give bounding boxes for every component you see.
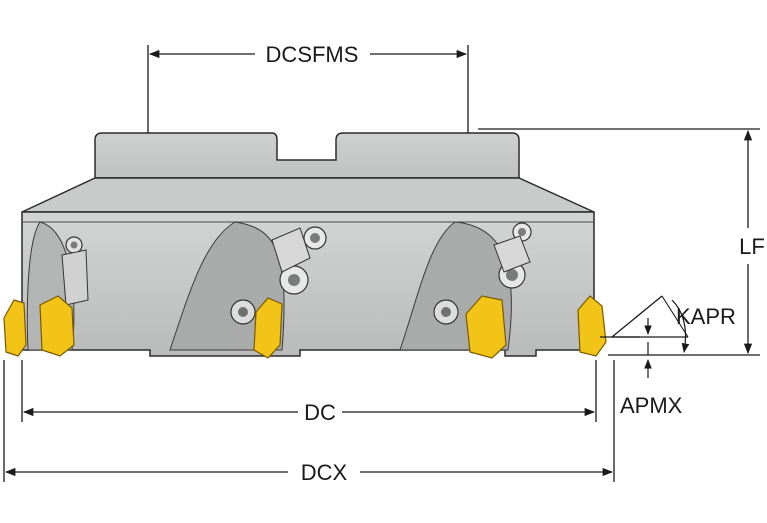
dim-dc: DC — [21, 360, 597, 425]
insert-far-right — [577, 295, 607, 357]
insert-far-left — [3, 299, 27, 357]
clamp-center — [271, 227, 311, 273]
dcx-label: DCX — [301, 460, 348, 485]
inserts — [3, 295, 607, 359]
chamfer-band — [21, 177, 595, 213]
dim-lf: LF — [478, 128, 765, 356]
dim-kapr: KAPR — [611, 295, 736, 353]
dim-apmx: APMX — [600, 336, 683, 418]
insert-right — [465, 295, 507, 359]
insert-left — [39, 295, 75, 357]
screw-center-upper — [303, 226, 327, 250]
insert-center — [253, 297, 283, 359]
cutter-body — [21, 132, 595, 357]
dc-label: DC — [304, 400, 336, 425]
kapr-label: KAPR — [676, 304, 736, 329]
dim-dcx: DCX — [3, 360, 615, 485]
clamp-left — [61, 249, 89, 306]
dim-dcsfms: DCSFMS — [147, 42, 469, 133]
screw-center-lower — [230, 299, 256, 325]
clamp-right — [493, 235, 531, 273]
screw-left — [65, 236, 83, 254]
lf-label: LF — [739, 234, 765, 259]
top-flange — [94, 132, 520, 179]
apmx-label: APMX — [620, 393, 683, 418]
dcsfms-label: DCSFMS — [266, 42, 359, 67]
screw-right-lower — [433, 299, 459, 325]
